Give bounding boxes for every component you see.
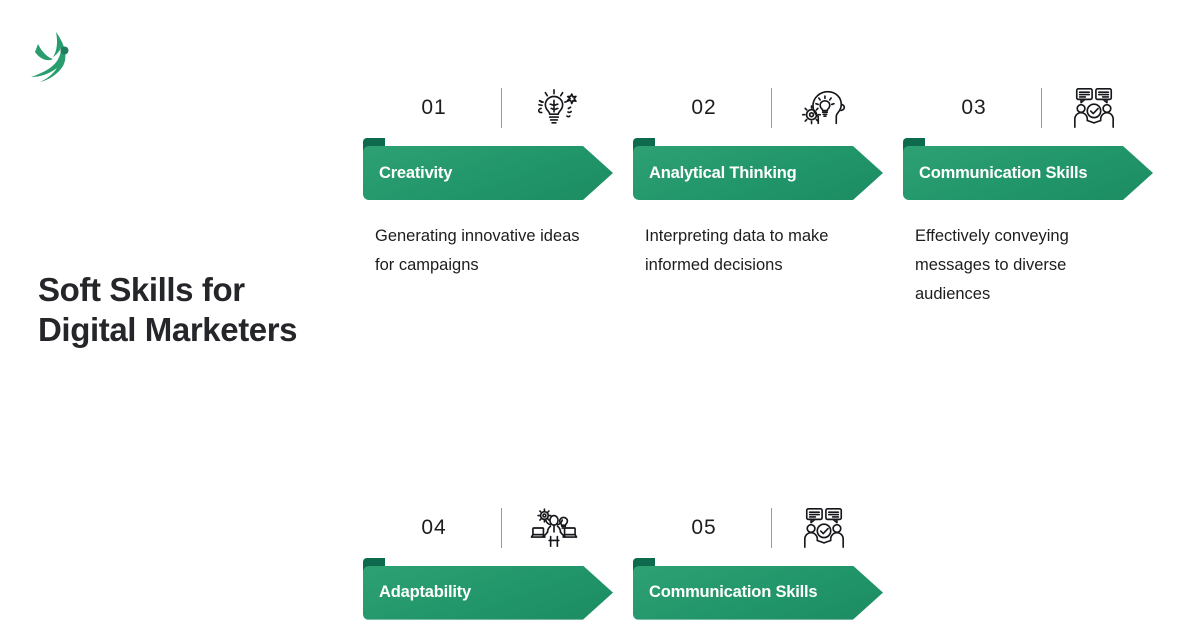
card-number: 02	[691, 96, 717, 119]
card-header: 04	[363, 504, 633, 552]
head-lightbulb-gear-icon	[794, 84, 854, 132]
card-banner: Creativity	[363, 138, 613, 200]
banner-body: Analytical Thinking	[633, 146, 883, 200]
banner-body: Adaptability	[363, 565, 613, 620]
card-header: 03	[903, 84, 1173, 132]
two-people-speech-bubbles-check-icon	[1064, 84, 1124, 132]
header-divider	[501, 507, 502, 548]
card-title: Communication Skills	[649, 583, 818, 602]
card-01[interactable]: 01	[363, 84, 633, 310]
cards-row-1: 01	[363, 84, 1173, 310]
card-title: Analytical Thinking	[649, 163, 797, 182]
cards-grid: 01	[363, 84, 1173, 628]
banner-body: Communication Skills	[903, 146, 1153, 200]
card-description: Effectively conveying messages to divers…	[915, 227, 1069, 304]
page-title: Soft Skills for Digital Marketers	[38, 271, 298, 349]
lightbulb-brain-idea-icon	[524, 84, 584, 132]
card-banner: Communication Skills	[903, 138, 1153, 200]
header-divider	[501, 88, 502, 128]
card-header: 05	[633, 504, 903, 552]
card-title: Communication Skills	[919, 163, 1088, 182]
card-03[interactable]: 03	[903, 84, 1173, 310]
brand-logo	[26, 26, 88, 88]
card-number: 01	[421, 96, 447, 119]
banner-body: Creativity	[363, 146, 613, 200]
card-description: Interpreting data to make informed decis…	[645, 227, 829, 275]
card-title: Adaptability	[379, 583, 472, 602]
card-number: 05	[691, 515, 717, 539]
card-04[interactable]: 04	[363, 504, 633, 628]
athlete-swoosh-logo-icon	[31, 32, 69, 82]
card-banner: Adaptability	[363, 557, 613, 620]
card-banner: Communication Skills	[633, 557, 883, 620]
card-header: 01	[363, 84, 633, 132]
card-banner: Analytical Thinking	[633, 138, 883, 200]
card-02[interactable]: 02	[633, 84, 903, 310]
cards-row-2: 04	[363, 504, 1173, 628]
card-number: 03	[961, 96, 987, 119]
header-divider	[1041, 88, 1042, 128]
banner-body: Communication Skills	[633, 565, 883, 620]
card-number: 04	[421, 515, 447, 539]
card-05[interactable]: 05	[633, 504, 903, 628]
multi-arm-person-gear-laptop-icon	[524, 504, 584, 552]
two-people-speech-bubbles-check-icon	[794, 504, 854, 552]
card-header: 02	[633, 84, 903, 132]
header-divider	[771, 507, 772, 548]
header-divider	[771, 88, 772, 128]
card-description: Generating innovative ideas for campaign…	[375, 227, 580, 275]
card-title: Creativity	[379, 163, 453, 182]
